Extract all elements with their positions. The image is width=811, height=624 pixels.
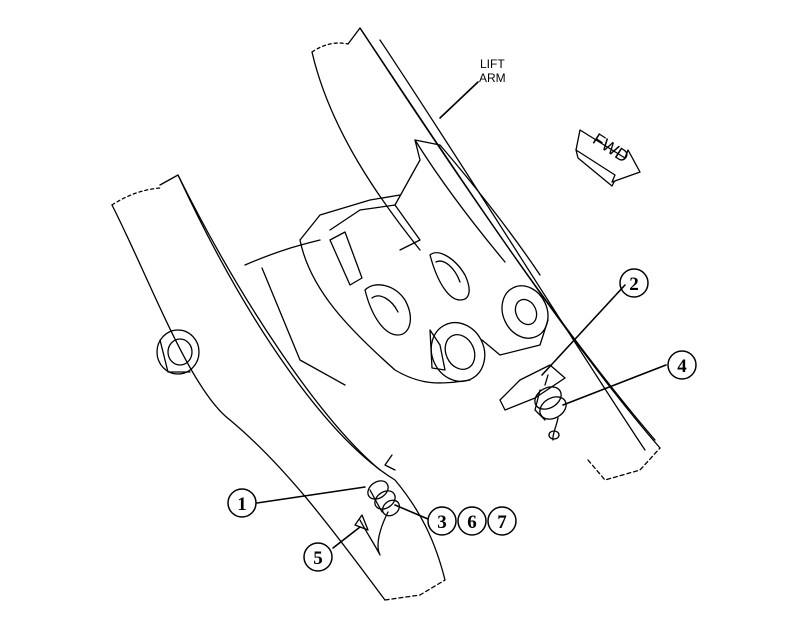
callout-circles: [227, 268, 697, 572]
callout-circle-1: [227, 488, 257, 518]
fwd-label: FWD: [589, 129, 632, 166]
callout-circle-7: [487, 506, 517, 536]
lift-arm-label-line1: LIFT: [480, 57, 505, 71]
callout-circle-3: [427, 506, 457, 536]
callout-number-7: 7: [497, 512, 507, 533]
callout-number-4: 4: [677, 356, 687, 377]
left-pin-boss: [156, 329, 200, 375]
callout-number-5: 5: [313, 548, 323, 569]
callout-circle-5: [303, 542, 333, 572]
lift-arm-label-line2: ARM: [479, 71, 506, 85]
fwd-arrow-icon: [575, 129, 641, 187]
lift-arm-beam: [311, 27, 661, 481]
callout-number-2: 2: [629, 274, 639, 295]
leader-lines: [256, 81, 667, 549]
callout-number-6: 6: [467, 512, 477, 533]
left-beam: [111, 174, 446, 601]
callout-circle-4: [667, 350, 697, 380]
center-linkage: [244, 139, 549, 386]
callout-circle-2: [619, 268, 649, 298]
callout-number-3: 3: [437, 512, 447, 533]
right-fitting-assembly: [499, 364, 567, 441]
left-fitting-assembly: [354, 480, 401, 556]
callout-number-1: 1: [237, 494, 247, 515]
callout-circle-6: [457, 506, 487, 536]
